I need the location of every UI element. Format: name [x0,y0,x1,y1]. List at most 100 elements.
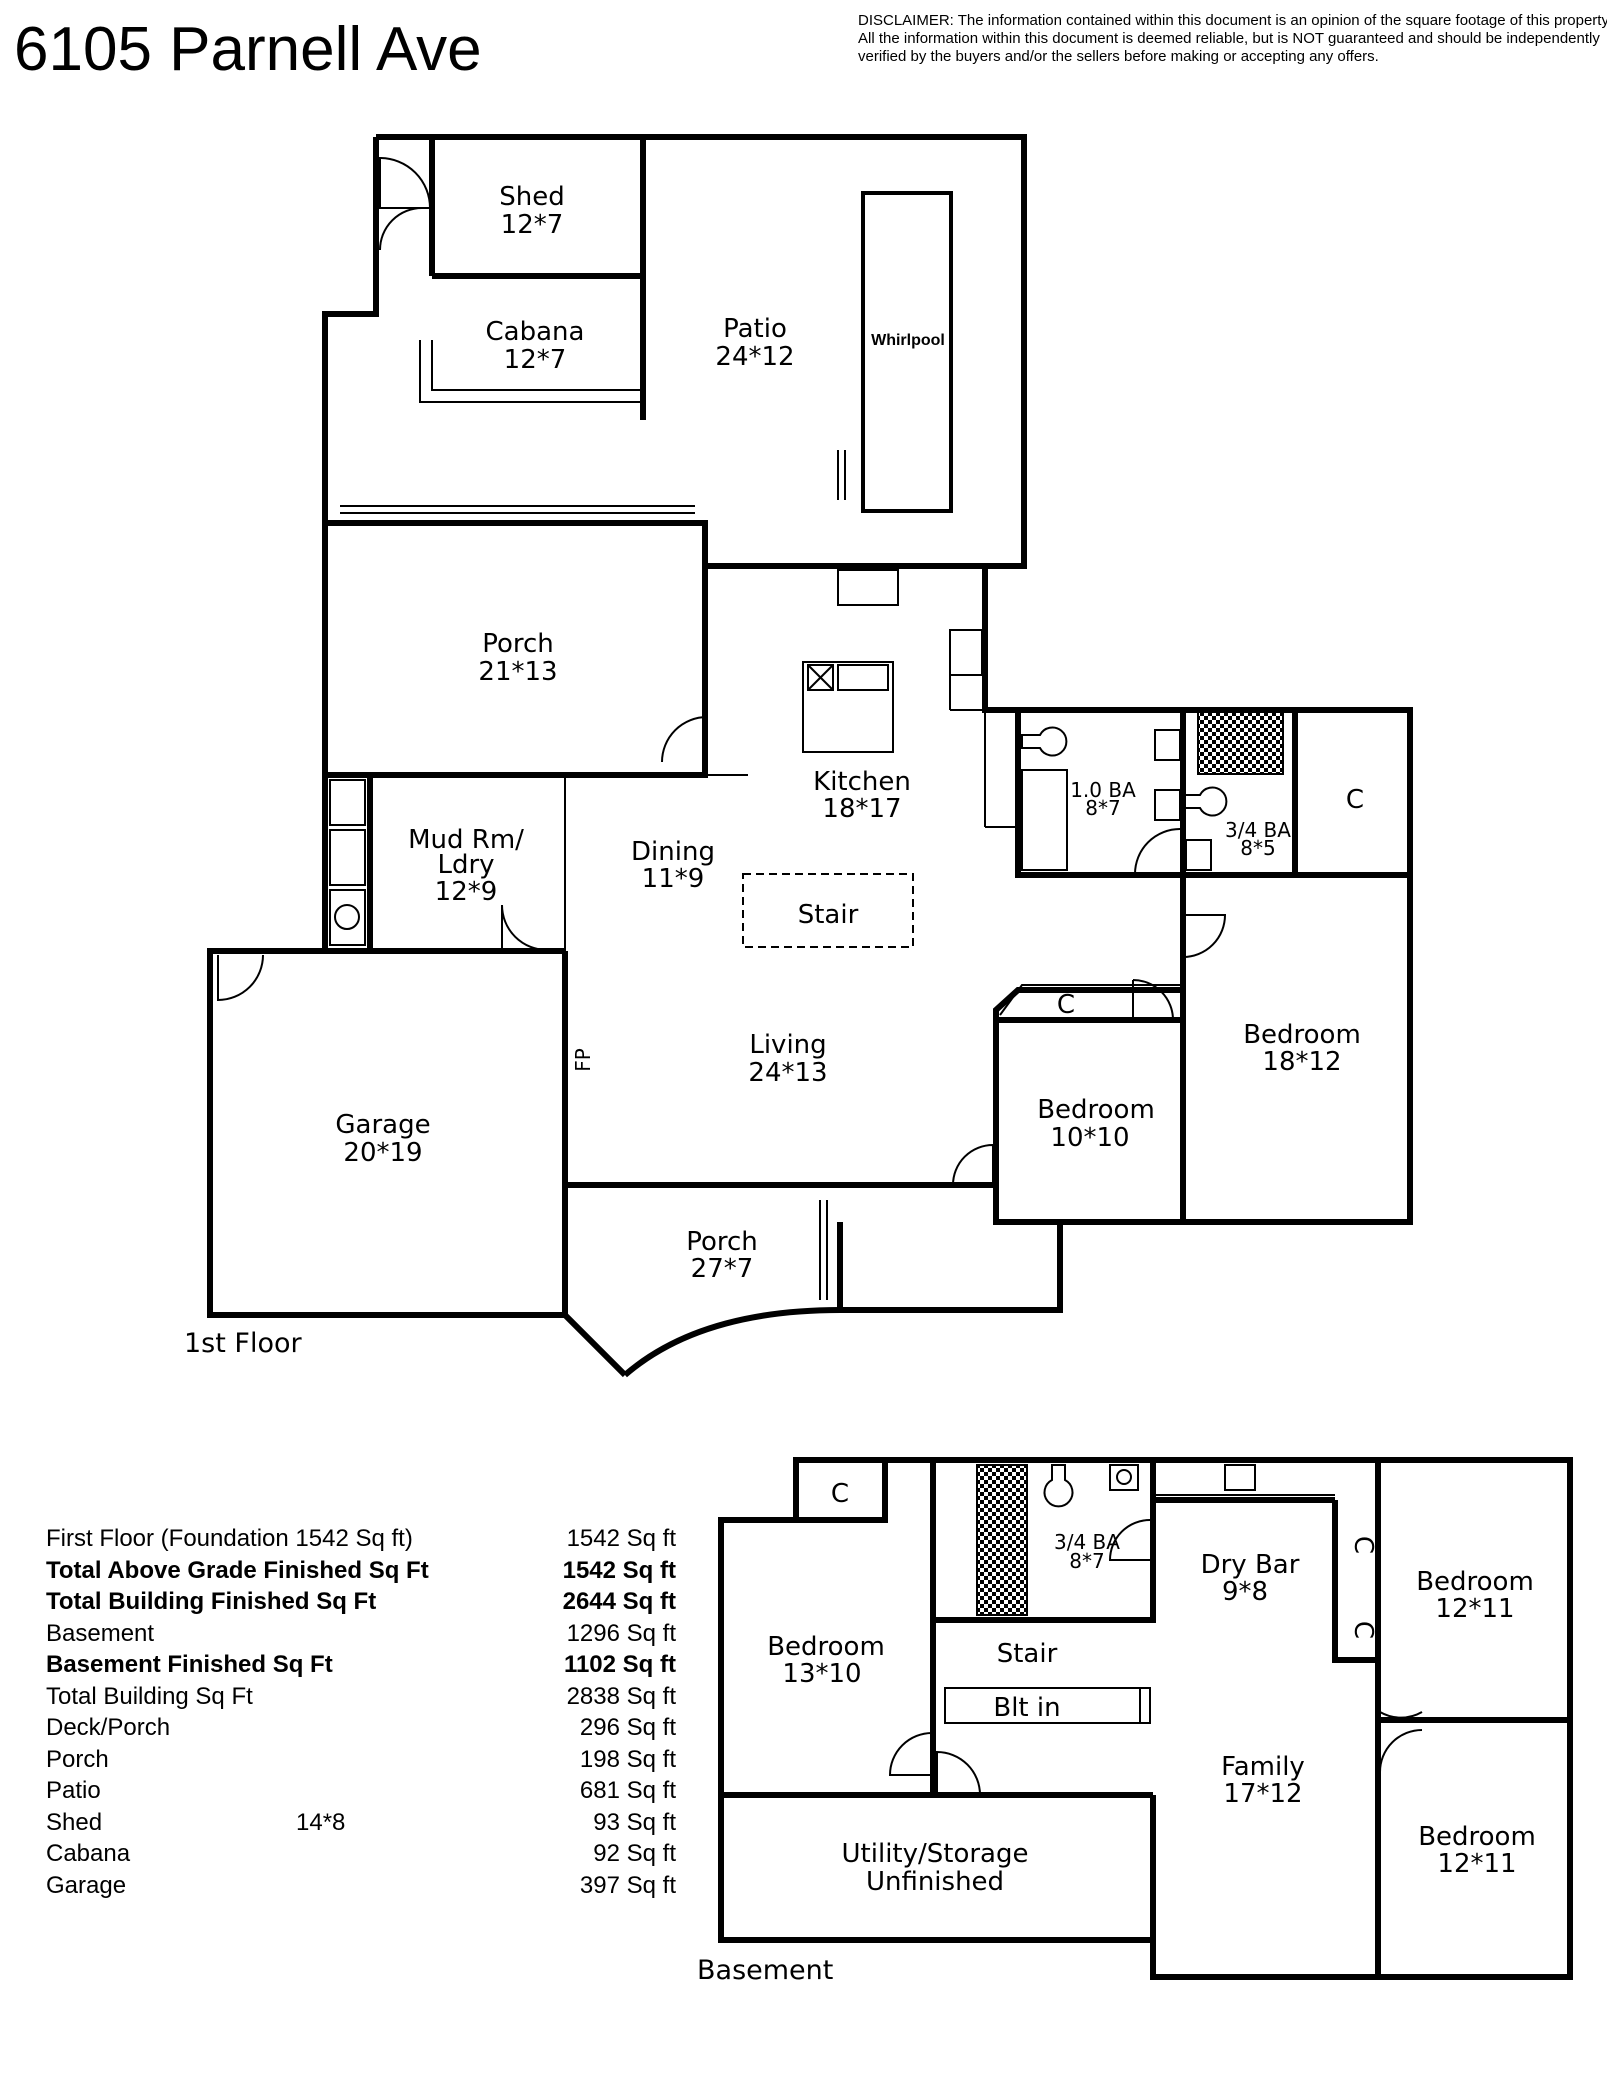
dry-bar-sink [1224,1464,1256,1491]
stat-dims [296,1586,456,1618]
room-dims: 12*11 [1437,1849,1516,1879]
cabana-counter [419,340,643,403]
disclaimer-line: All the information within this document… [858,30,1600,47]
stat-row: Basement Finished Sq Ft 1102 Sq ft [46,1649,676,1681]
stat-value: 2838 Sq ft [566,1682,676,1710]
bedroom-door [1132,979,1174,1021]
built-in [944,1687,1151,1724]
laundry-appliance [329,779,366,826]
bedroom-door [888,1732,933,1776]
kitchen-sink [807,664,834,691]
shower-tile [976,1464,1028,1616]
stat-value: 198 Sq ft [579,1745,676,1773]
room-dims: 27*7 [691,1254,754,1284]
stat-dims [296,1712,456,1744]
kitchen-sink [837,664,889,691]
stat-label: Shed [46,1808,103,1836]
room-dims: 20*19 [343,1138,422,1168]
stat-label: Patio [46,1777,101,1804]
room-dims: 12*7 [504,345,567,375]
room-dims: 24*12 [715,342,794,372]
front-porch-arc [623,1307,841,1378]
bath-door [1133,828,1181,875]
house-outer-wall [207,563,1413,1318]
built-in-label: Blt in [993,1693,1060,1723]
first-floor-stair [742,873,914,948]
stat-value: 1102 Sq ft [563,1651,676,1678]
stat-label: Cabana [46,1840,131,1867]
bath-sink [1109,1464,1139,1491]
mud-room-door [501,904,548,951]
stat-label: Porch [46,1745,109,1773]
room-name: Unfinished [866,1867,1004,1897]
toilet [1021,726,1068,757]
stat-dims [296,1870,456,1902]
room-dims: 17*12 [1223,1779,1302,1809]
room-name: Dining [631,837,715,867]
stat-row: Total Building Sq Ft 2838 Sq ft [46,1681,676,1713]
stat-value: 1296 Sq ft [566,1619,676,1647]
room-dims: 8*7 [1085,796,1120,820]
room-name: 3/4 BA [1054,1530,1120,1554]
room-dims: 18*17 [822,794,901,824]
room-name: Cabana [486,317,585,347]
room-name: Ldry [437,850,494,880]
stat-value: 93 Sq ft [593,1808,676,1836]
stat-value: 1542 Sq ft [566,1525,676,1552]
basement-wall [796,1460,1570,1977]
room-name: Stair [997,1639,1058,1669]
room-dims: 12*11 [1435,1594,1514,1624]
laundry-appliance [334,904,360,930]
stat-label: Total Building Sq Ft [46,1682,253,1710]
room-dims: 12*9 [435,877,498,907]
stat-row: First Floor (Foundation 1542 Sq ft)1542 … [46,1523,676,1555]
room-dims: 24*13 [748,1058,827,1088]
bed-closet-wall [993,987,1186,1020]
stat-row: Deck/Porch 296 Sq ft [46,1712,676,1744]
bed-closet [999,984,1180,1016]
stat-value: 296 Sq ft [579,1714,676,1741]
room-dims: 13*10 [782,1659,861,1689]
bath-wall [1015,710,1410,1020]
stat-dims [296,1775,456,1807]
kitchen-hood [837,569,899,606]
stat-value: 1542 Sq ft [562,1556,676,1584]
utility-door [936,1750,981,1796]
bedroom-door [1182,914,1227,958]
room-name: Porch [482,629,554,659]
bath-sink [1185,839,1212,871]
room-name: Utility/Storage [842,1839,1029,1869]
room-name: 1.0 BA [1070,778,1136,802]
stat-dims [296,1649,456,1681]
room-name: Bedroom [1243,1020,1361,1050]
stat-dims [296,1555,456,1587]
stat-label: Basement Finished Sq Ft [46,1651,333,1678]
stat-dims [296,1681,456,1713]
front-porch-wall [562,1185,1063,1378]
bedroom-door [952,1143,994,1186]
stat-value: 681 Sq ft [579,1777,676,1804]
closet-label: C [1057,990,1075,1020]
stat-label: Total Building Finished Sq Ft [46,1588,377,1615]
room-name: Shed [499,182,564,212]
stat-row: Patio 681 Sq ft [46,1775,676,1807]
room-dims: 8*5 [1240,836,1275,860]
bath-door [1108,1519,1151,1561]
disclaimer-line: verified by the buyers and/or the seller… [858,48,1379,65]
stat-label: Deck/Porch [46,1714,171,1741]
room-name: Porch [686,1227,758,1257]
room-name: Mud Rm/ [408,825,524,855]
room-dims: 8*7 [1069,1549,1104,1573]
toilet [1043,1464,1074,1508]
stat-label: Total Above Grade Finished Sq Ft [46,1556,429,1584]
bedroom-door [1379,1670,1423,1719]
stat-value: 2644 Sq ft [562,1588,676,1615]
shed-double-door [379,156,432,251]
toilet [1184,786,1228,817]
page-title: 6105 Parnell Ave [14,15,482,84]
disclaimer: DISCLAIMER: The information contained wi… [858,12,1607,66]
stat-row: Total Building Finished Sq Ft 2644 Sq ft [46,1586,676,1618]
